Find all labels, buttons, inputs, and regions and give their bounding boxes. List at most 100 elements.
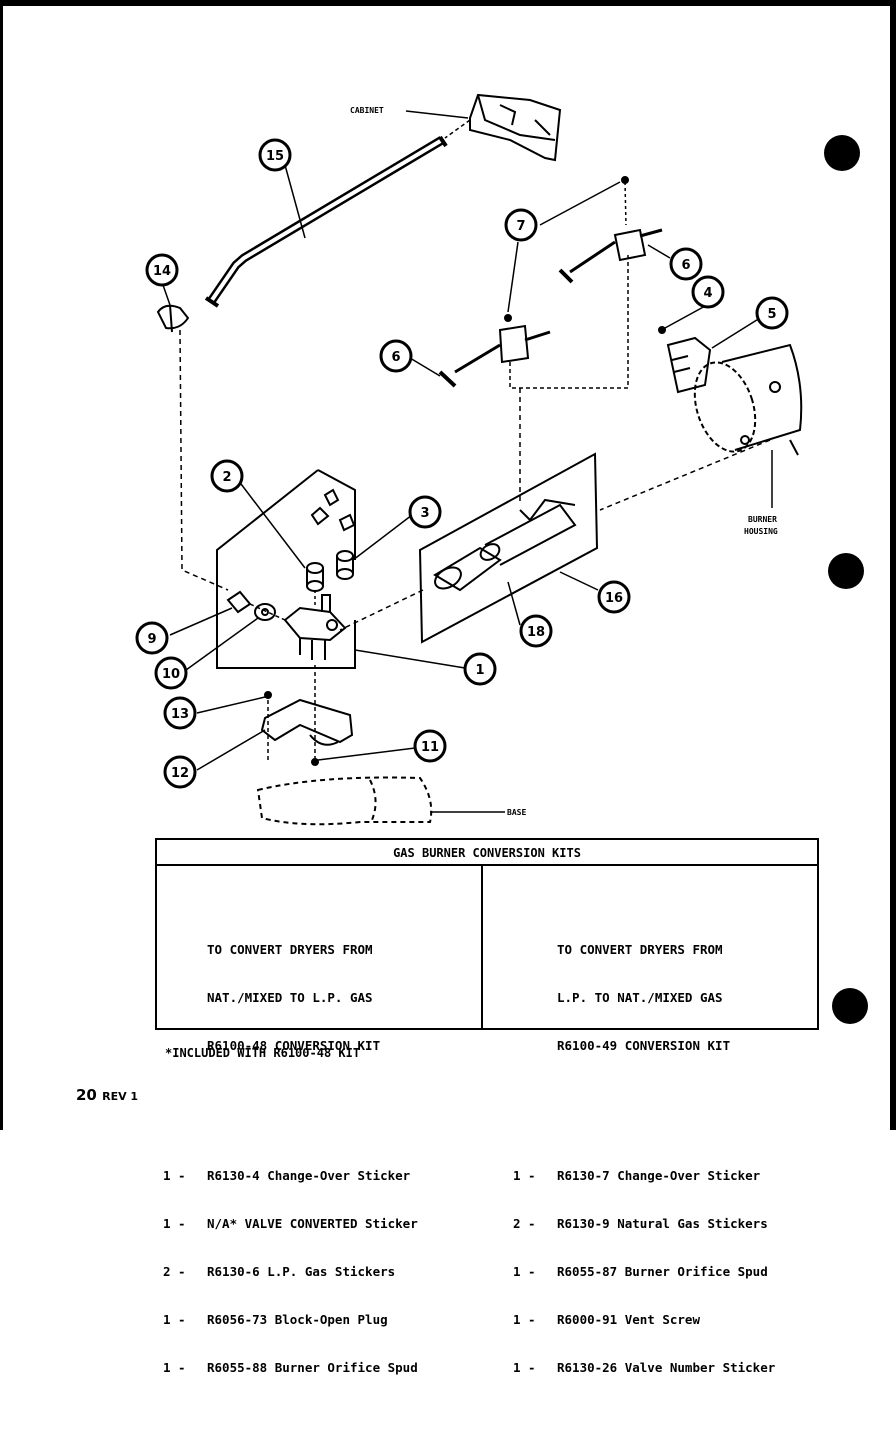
kit-item-desc: R6055-88 Burner Orifice Spud xyxy=(207,1360,418,1375)
svg-text:9: 9 xyxy=(147,632,156,647)
callout-4: 4 xyxy=(691,275,725,309)
valve-panel xyxy=(216,469,356,669)
kit-item-desc: N/A* VALVE CONVERTED Sticker xyxy=(207,1216,418,1231)
kit-nat-heading-line: TO CONVERT DRYERS FROM xyxy=(557,942,723,957)
cabinet-label: CABINET xyxy=(350,106,384,115)
burner-housing-label-line2: HOUSING xyxy=(744,527,778,536)
scan-border-left xyxy=(0,0,3,1130)
callout-3: 3 xyxy=(408,495,442,529)
kit-lp-items: 1 - R6130-4 Change-Over Sticker 1 - N/A* V… xyxy=(163,1136,418,1408)
thermostat-switch-lower xyxy=(438,324,551,388)
gas-pipe-15 xyxy=(204,135,448,308)
valve-support-bracket-12 xyxy=(260,698,354,746)
kit-column-nat: TO CONVERT DRYERS FROM L.P. TO NAT./MIXE… xyxy=(513,878,775,1440)
svg-text:4: 4 xyxy=(703,286,712,301)
kits-column-divider xyxy=(481,866,483,1030)
svg-text:16: 16 xyxy=(605,591,623,606)
base-outline xyxy=(256,776,433,826)
kit-nat-items: 1 - R6130-7 Change-Over Sticker 2 - R6130-… xyxy=(513,1136,775,1408)
orifice-10 xyxy=(254,603,276,621)
kit-item-qty: 1 - xyxy=(513,1360,536,1375)
svg-text:7: 7 xyxy=(516,219,525,234)
svg-text:6: 6 xyxy=(391,350,400,365)
svg-text:11: 11 xyxy=(421,740,439,755)
kit-item-desc: R6130-6 L.P. Gas Stickers xyxy=(207,1264,396,1279)
conversion-kits-table: GAS BURNER CONVERSION KITS TO CONVERT DR… xyxy=(155,838,819,1375)
kit-item: 1 - N/A* VALVE CONVERTED Sticker xyxy=(163,1216,418,1232)
kit-nat-heading-line: R6100-49 CONVERSION KIT xyxy=(557,1038,731,1053)
callout-16: 16 xyxy=(597,580,631,614)
burner-housing xyxy=(693,343,803,456)
scan-border-top xyxy=(0,0,896,6)
callout-6-upper: 6 xyxy=(669,247,703,281)
kit-lp-heading: TO CONVERT DRYERS FROM NAT./MIXED TO L.P… xyxy=(207,910,418,1086)
kit-nat-heading-line: L.P. TO NAT./MIXED GAS xyxy=(557,990,723,1005)
kit-lp-heading-line: TO CONVERT DRYERS FROM xyxy=(207,942,373,957)
kit-item: 1 - R6055-88 Burner Orifice Spud xyxy=(163,1360,418,1376)
callout-7: 7 xyxy=(504,208,538,242)
callout-10: 10 xyxy=(154,656,188,690)
svg-text:15: 15 xyxy=(266,149,284,164)
kit-item: 1 - R6130-26 Valve Number Sticker xyxy=(513,1360,775,1376)
kit-lp-heading-line: NAT./MIXED TO L.P. GAS xyxy=(207,990,373,1005)
svg-text:18: 18 xyxy=(527,625,545,640)
scan-border-right xyxy=(890,0,896,1130)
kit-item: 1 - R6055-87 Burner Orifice Spud xyxy=(513,1264,775,1280)
binder-hole-bottom xyxy=(832,988,868,1024)
kit-item-desc: R6130-4 Change-Over Sticker xyxy=(207,1168,411,1183)
svg-text:3: 3 xyxy=(420,506,429,521)
kit-nat-heading: TO CONVERT DRYERS FROM L.P. TO NAT./MIXE… xyxy=(557,910,775,1086)
kit-item-qty: 1 - xyxy=(513,1168,536,1183)
svg-text:12: 12 xyxy=(171,766,189,781)
svg-text:1: 1 xyxy=(475,663,484,678)
page-number-value: 20 xyxy=(76,1086,97,1104)
kit-item-desc: R6000-91 Vent Screw xyxy=(557,1312,700,1327)
burner-tube xyxy=(433,498,577,592)
kit-item-qty: 1 - xyxy=(163,1216,186,1231)
callout-2: 2 xyxy=(210,459,244,493)
kit-item: 1 -R6056-73 Block-Open Plug xyxy=(163,1312,418,1328)
kit-column-lp: TO CONVERT DRYERS FROM NAT./MIXED TO L.P… xyxy=(163,878,418,1440)
svg-text:2: 2 xyxy=(222,470,231,485)
gas-valve-1 xyxy=(283,594,347,660)
kits-title: GAS BURNER CONVERSION KITS xyxy=(157,840,817,866)
callout-15: 15 xyxy=(258,138,292,172)
callout-6-lower: 6 xyxy=(379,339,413,373)
callout-11: 11 xyxy=(413,729,447,763)
mounting-bracket-5 xyxy=(666,336,712,394)
kit-item-desc: R6055-87 Burner Orifice Spud xyxy=(557,1264,768,1279)
callout-1: 1 xyxy=(463,652,497,686)
kit-item-desc: R6130-9 Natural Gas Stickers xyxy=(557,1216,768,1231)
callout-13: 13 xyxy=(163,696,197,730)
valve-coil-3 xyxy=(336,550,354,580)
kit-item-qty: 2 - xyxy=(513,1216,536,1231)
kit-item-qty: 2 - xyxy=(163,1264,186,1279)
binder-hole-middle xyxy=(828,553,864,589)
kit-item-qty: 1 - xyxy=(163,1312,186,1327)
svg-text:14: 14 xyxy=(153,264,171,279)
kit-item-qty: 1 - xyxy=(163,1168,186,1183)
kit-item: 1 - R6130-4 Change-Over Sticker xyxy=(163,1168,418,1184)
burner-housing-label-line1: BURNER xyxy=(748,515,777,524)
kit-item: 1 - R6130-7 Change-Over Sticker xyxy=(513,1168,775,1184)
page-revision: REV 1 xyxy=(102,1090,139,1103)
kit-item-qty: 1 - xyxy=(163,1360,186,1375)
svg-text:6: 6 xyxy=(681,258,690,273)
valve-coil-2 xyxy=(306,562,324,592)
kit-lp-heading-line: R6100-48 CONVERSION KIT xyxy=(207,1038,381,1053)
callout-12: 12 xyxy=(163,755,197,789)
kit-item-desc: R6130-7 Change-Over Sticker xyxy=(557,1168,761,1183)
base-label: BASE xyxy=(507,808,527,817)
exploded-parts-diagram: 15 14 7 6 6 4 5 2 3 16 18 9 10 1 13 11 1… xyxy=(135,93,803,826)
callout-18: 18 xyxy=(519,614,553,648)
svg-text:10: 10 xyxy=(162,667,180,682)
kit-item-qty: 1 - xyxy=(513,1312,536,1327)
kit-item-qty: 1 - xyxy=(513,1264,536,1279)
binder-hole-top xyxy=(824,135,860,171)
callout-9: 9 xyxy=(135,621,169,655)
page-number: 20 REV 1 xyxy=(76,1086,138,1104)
kit-item-desc: R6130-26 Valve Number Sticker xyxy=(557,1360,776,1375)
callout-14: 14 xyxy=(145,253,179,287)
thermostat-switch-upper xyxy=(558,228,663,284)
svg-text:13: 13 xyxy=(171,707,189,722)
